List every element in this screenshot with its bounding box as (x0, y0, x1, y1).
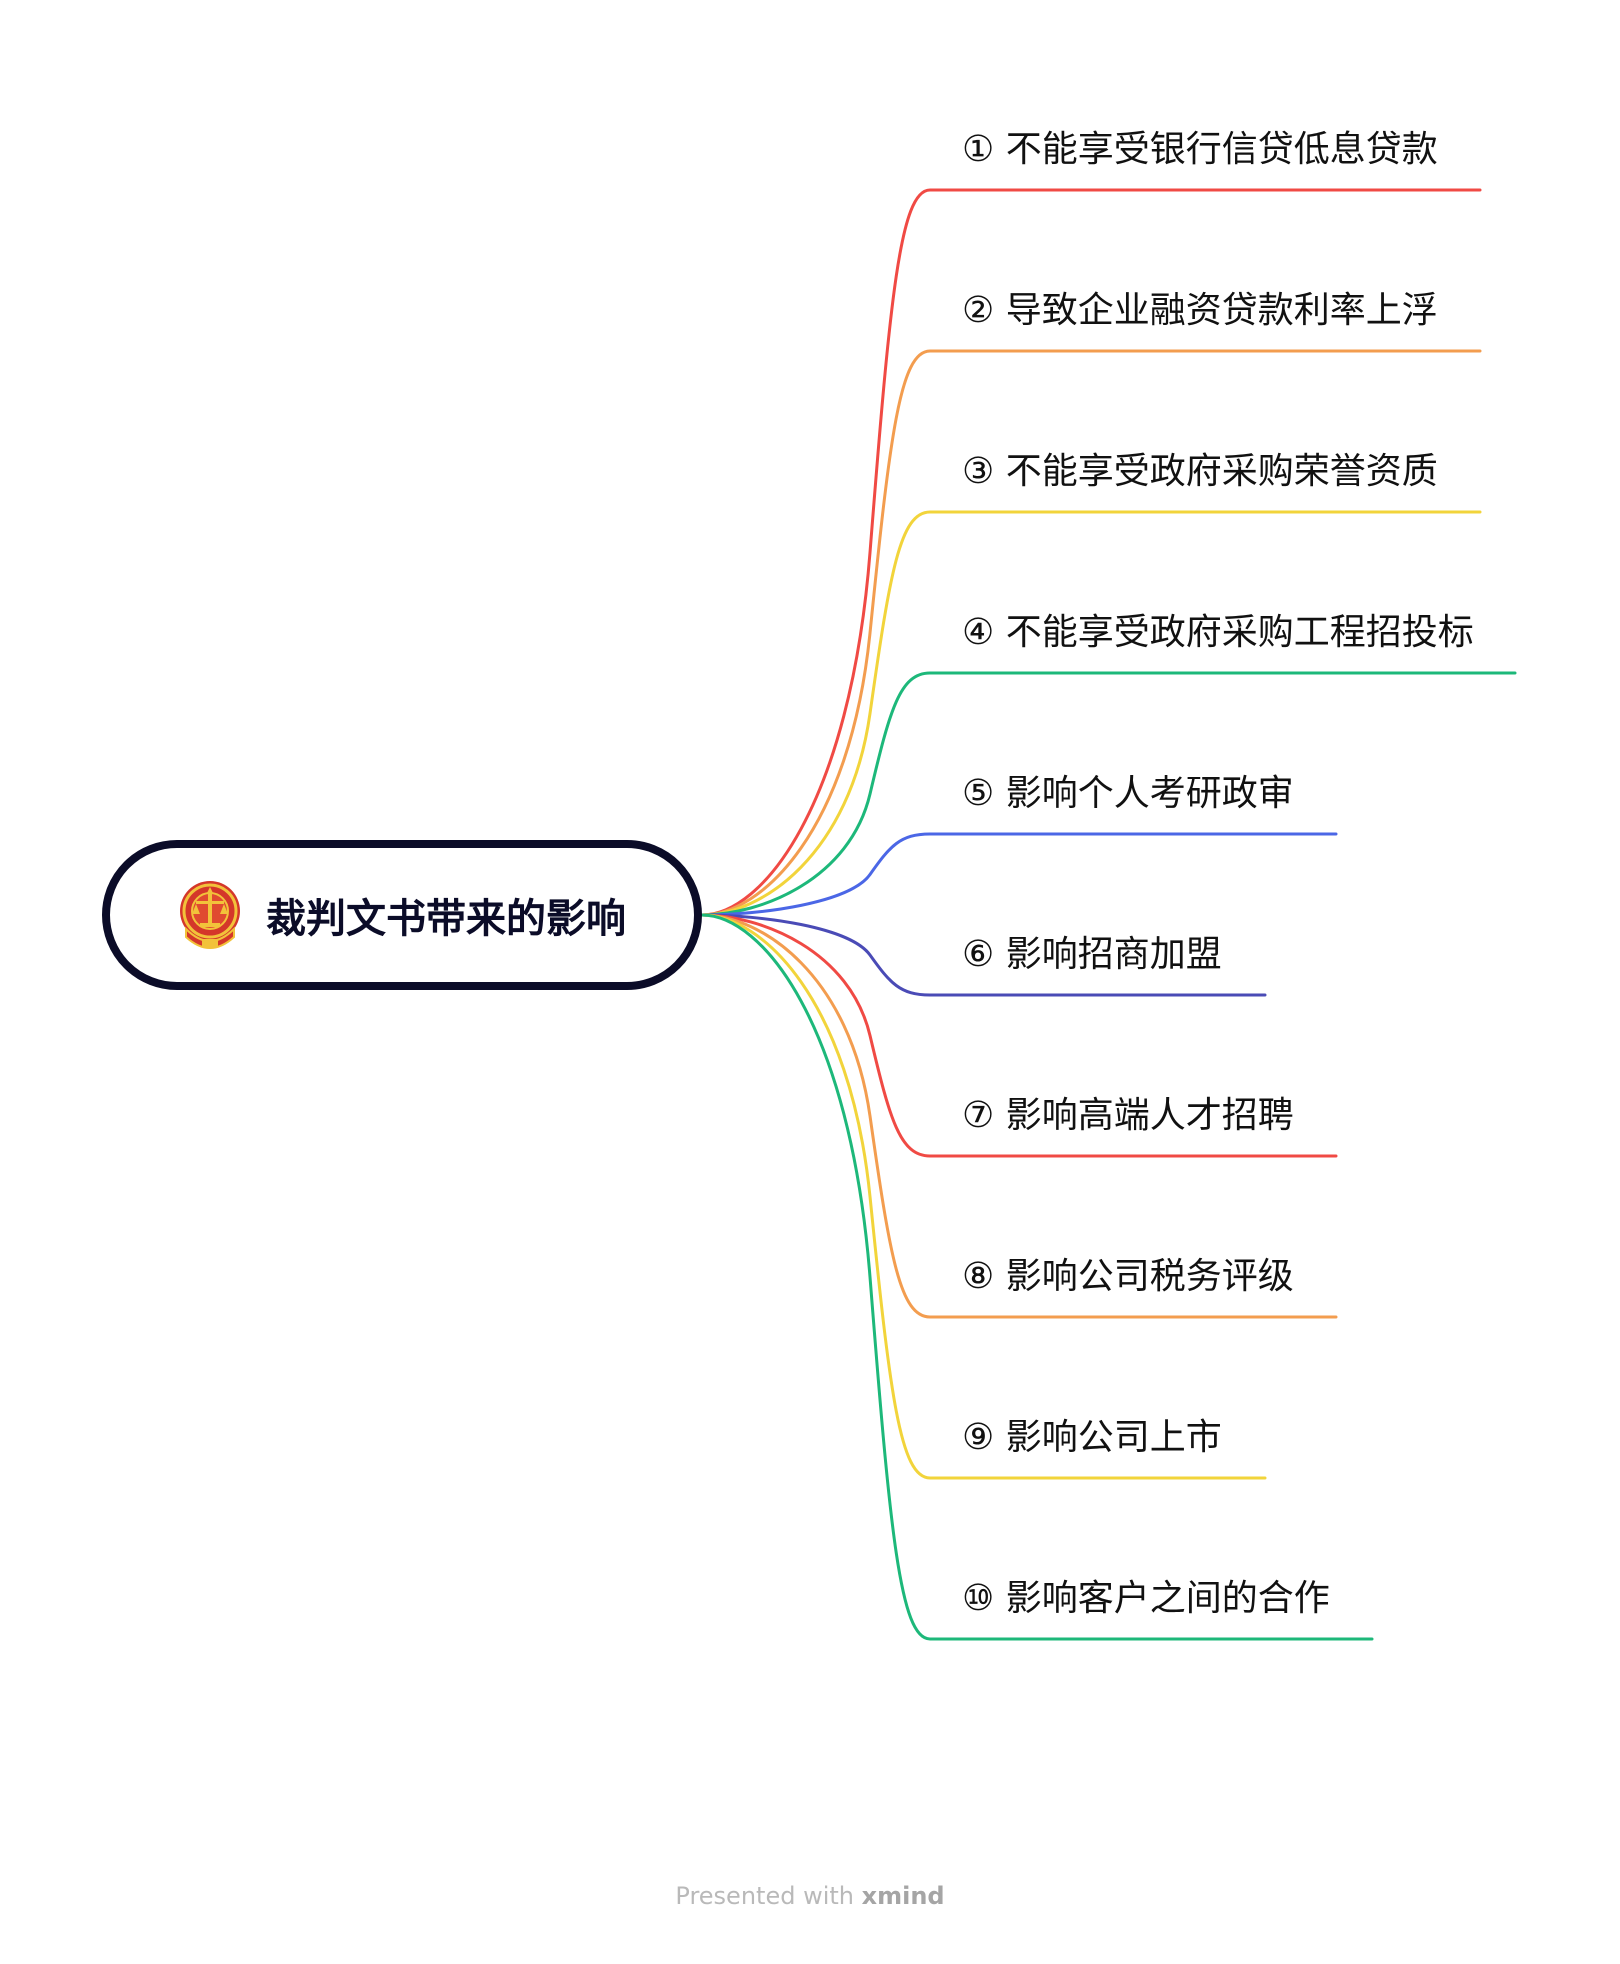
branch-connector-9 (700, 913, 1267, 1480)
branch-connector-8 (700, 913, 1338, 1319)
branch-topic-10[interactable]: ⑩ 影响客户之间的合作 (962, 1578, 1330, 1619)
branch-topic-2[interactable]: ② 导致企业融资贷款利率上浮 (962, 290, 1438, 331)
branch-topic-6[interactable]: ⑥ 影响招商加盟 (962, 934, 1222, 975)
central-topic-label: 裁判文书带来的影响 (266, 896, 626, 942)
branch-topic-1[interactable]: ① 不能享受银行信贷低息贷款 (962, 129, 1438, 170)
branch-topic-5[interactable]: ⑤ 影响个人考研政审 (962, 773, 1294, 814)
branch-topic-3[interactable]: ③ 不能享受政府采购荣誉资质 (962, 451, 1438, 492)
branch-connector-5 (700, 832, 1338, 917)
branch-topic-4[interactable]: ④ 不能享受政府采购工程招投标 (962, 612, 1474, 653)
branch-topic-9[interactable]: ⑨ 影响公司上市 (962, 1417, 1222, 1458)
branch-connector-1 (700, 188, 1482, 917)
footer-attribution: Presented with xmind (0, 1882, 1620, 1910)
branch-topic-7[interactable]: ⑦ 影响高端人才招聘 (962, 1095, 1294, 1136)
branch-connector-7 (700, 913, 1338, 1158)
court-emblem-icon (180, 881, 240, 949)
branch-connector-6 (700, 913, 1267, 997)
branch-topic-8[interactable]: ⑧ 影响公司税务评级 (962, 1256, 1294, 1297)
footer-brand: xmind (861, 1882, 945, 1910)
branch-connector-3 (700, 510, 1482, 917)
central-topic[interactable]: 裁判文书带来的影响 (102, 840, 702, 990)
footer-prefix: Presented with (675, 1882, 862, 1910)
branch-connector-10 (700, 913, 1374, 1641)
branch-connector-4 (700, 671, 1517, 917)
branch-connector-2 (700, 349, 1482, 917)
